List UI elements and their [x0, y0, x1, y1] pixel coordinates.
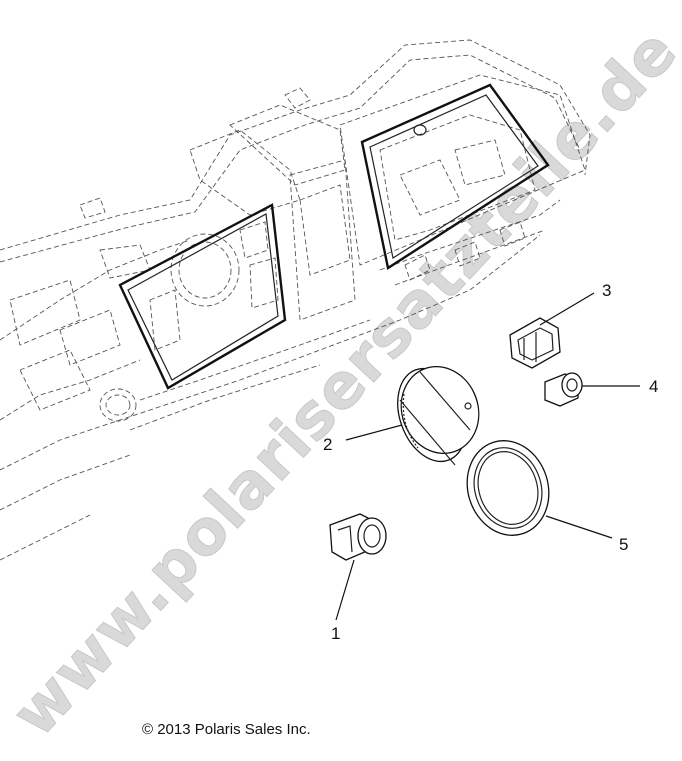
instrument-bezel [118, 203, 287, 390]
glovebox-lid [360, 83, 550, 270]
callout-1: 1 [331, 624, 340, 643]
callout-4: 4 [649, 377, 658, 396]
gauge-cover-part [397, 366, 480, 466]
dashboard-assembly [0, 39, 591, 561]
switch-part [329, 513, 387, 561]
callout-3: 3 [602, 281, 611, 300]
leader-lines [335, 292, 640, 621]
callout-2: 2 [323, 435, 332, 454]
leader-2 [345, 424, 403, 441]
leader-1 [335, 559, 355, 621]
callout-numbers: 1 2 3 4 5 [323, 281, 658, 643]
rocker-switch-part [509, 317, 561, 369]
retaining-ring-part [466, 440, 550, 536]
callout-5: 5 [619, 535, 628, 554]
leader-5 [545, 515, 613, 539]
copyright-notice: © 2013 Polaris Sales Inc. [142, 721, 311, 738]
leader-3 [539, 292, 595, 326]
power-outlet-part [544, 372, 583, 407]
